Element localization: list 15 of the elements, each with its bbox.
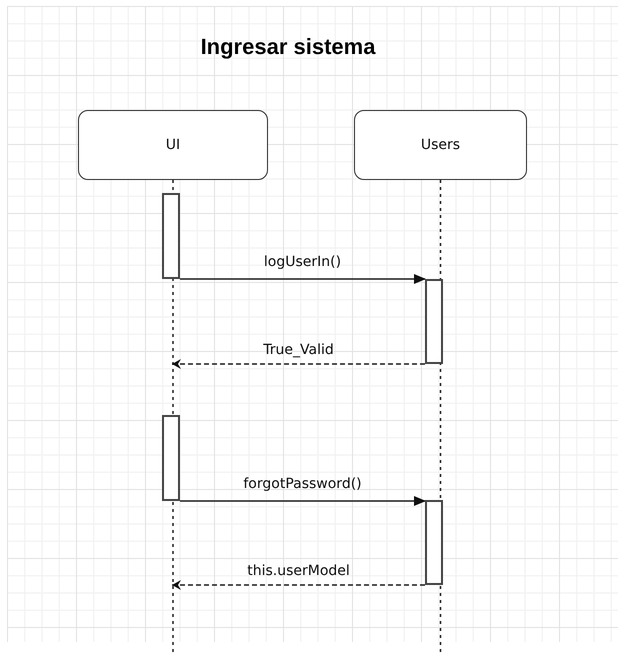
message-arrow bbox=[180, 274, 426, 284]
activation-bar bbox=[162, 193, 180, 279]
diagram-title: Ingresar sistema bbox=[200, 34, 377, 60]
return-arrow bbox=[172, 580, 425, 590]
lifeline-header: UI bbox=[78, 110, 268, 180]
activation-bar bbox=[425, 500, 443, 585]
message-arrow bbox=[180, 496, 426, 506]
lifeline-header: Users bbox=[354, 110, 527, 180]
edge-label: True_Valid bbox=[263, 342, 334, 358]
edge-label: logUserIn() bbox=[264, 254, 342, 270]
edge-label: this.userModel bbox=[247, 563, 350, 579]
return-arrow bbox=[172, 359, 425, 369]
edge-label: forgotPassword() bbox=[243, 476, 362, 492]
activation-bar bbox=[162, 415, 180, 501]
activation-bar bbox=[425, 279, 443, 364]
